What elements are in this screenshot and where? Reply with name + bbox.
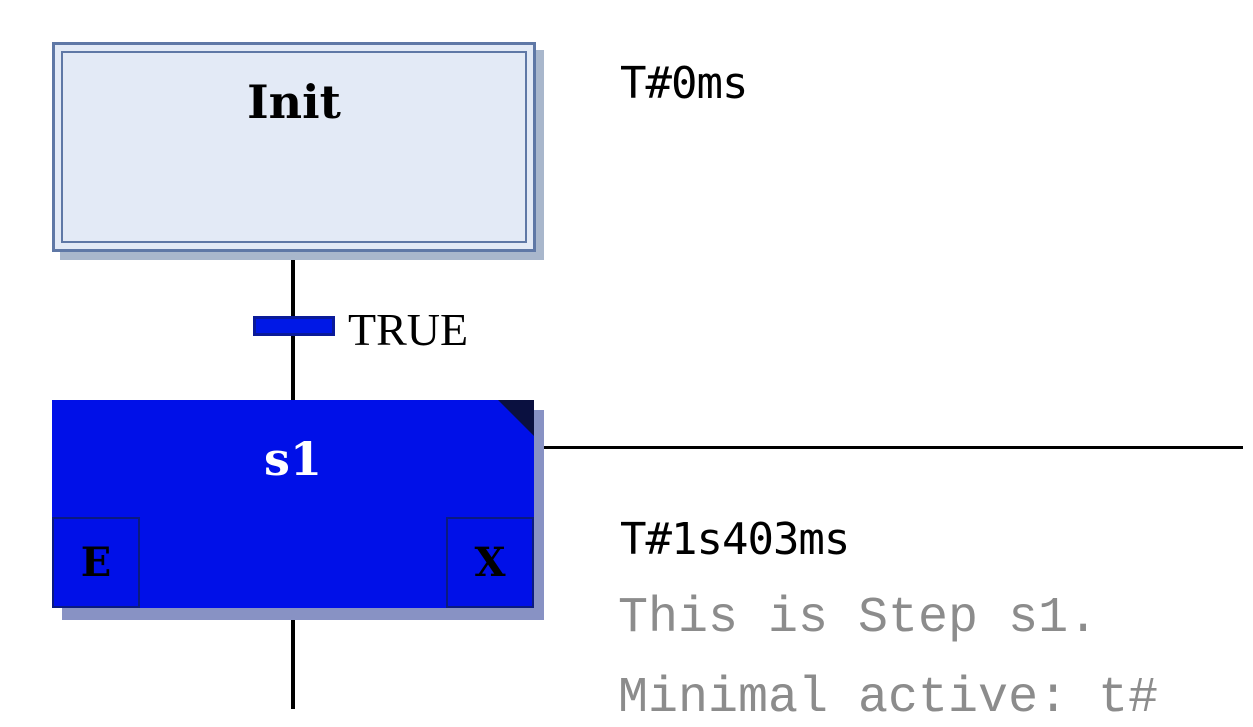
init-step-inner-border (61, 51, 527, 243)
s1-step-elapsed-time: T#1s403ms (620, 514, 850, 565)
s1-step-name: s1 (264, 432, 322, 486)
init-step-name: Init (247, 75, 341, 129)
init-step[interactable]: Init (52, 42, 536, 252)
s1-step-comment-line1: This is Step s1. (618, 590, 1099, 647)
entry-action-box[interactable]: E (52, 517, 140, 608)
init-step-elapsed-time: T#0ms (620, 58, 748, 109)
connector-s1-down (291, 608, 295, 709)
connector-init-to-transition (291, 252, 295, 316)
transition-condition: TRUE (348, 304, 469, 355)
connector-transition-to-s1 (291, 336, 295, 400)
s1-comment-connector (534, 446, 1243, 449)
s1-step[interactable]: s1 E X (52, 400, 534, 608)
s1-step-corner-marker (498, 400, 534, 436)
s1-step-comment-line2: Minimal active: t# (618, 670, 1159, 727)
exit-action-box[interactable]: X (446, 517, 534, 608)
transition-bar[interactable] (253, 316, 335, 336)
